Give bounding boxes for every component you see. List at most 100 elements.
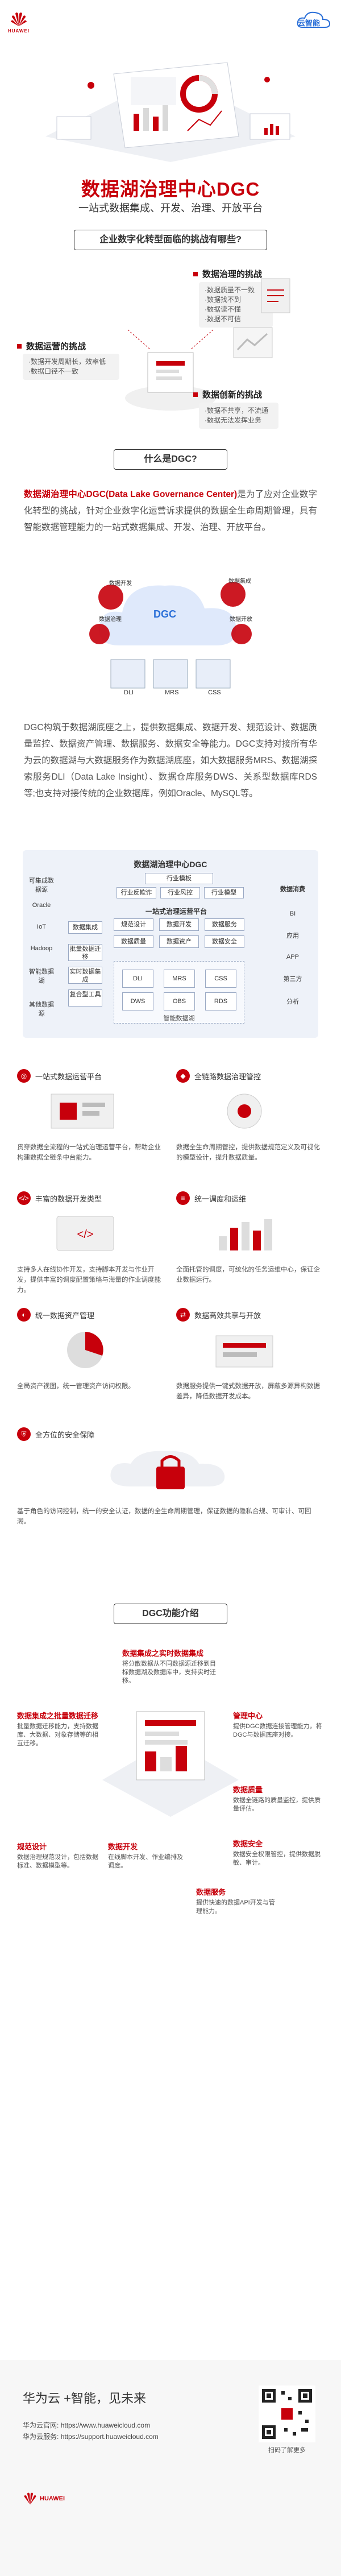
diagram-label-integration: 数据集成 — [228, 578, 251, 585]
innovation-chart-icon — [233, 327, 273, 358]
what-paragraph-rest: 是为了应对企业数字化转型的挑战，针对企业数字化运营诉求提供的数据全生命周期管理，… — [24, 490, 317, 532]
intro-item-title: 管理中心 — [233, 1712, 263, 1720]
what-highlight: 数据湖治理中心DGC(Data Lake Governance Center) — [24, 490, 238, 499]
intro-item-title: 数据服务 — [196, 1888, 226, 1896]
footer-slogan: 华为云 +智能，见未来 — [23, 2391, 146, 2405]
arch-source: Oracle — [32, 902, 51, 909]
footer-website-link[interactable]: https://www.huaweicloud.com — [60, 2421, 151, 2429]
what-question: 什么是DGC? — [144, 454, 197, 464]
schedule-icon: ≡ — [176, 1191, 190, 1205]
arch-storage: DWS — [122, 992, 153, 1010]
operation-list: ·数据开发周期长，效率低 ·数据口径不一致 — [23, 354, 119, 380]
intro-item-text: 数据全链路的质量监控，提供质量评估。 — [233, 1797, 321, 1812]
intro-item-title: 数据安全 — [233, 1840, 263, 1848]
arch-tool: 批量数据迁移 — [68, 944, 102, 961]
footer-huawei-logo-icon — [24, 2492, 36, 2505]
feature-card: ◆全链路数据治理管控 数据全生命周期管控，提供数据规范定义及可视化的模型设计，提… — [176, 1069, 325, 1163]
cloud-label: 云智能 — [298, 19, 321, 27]
feature-card: ⇄数据高效共享与开放 数据服务提供一键式数据开放，屏蔽多源异构数据差异，降低数据… — [176, 1308, 325, 1402]
intro-item: 数据服务 提供快速的数据API开发与管理能力。 — [196, 1888, 276, 1916]
intro-item-text: 提供快速的数据API开发与管理能力。 — [196, 1899, 275, 1915]
arch-storage: CSS — [205, 970, 236, 988]
governance-item: ·数据质量不一致 — [205, 286, 255, 294]
feature-card-wide: ⛨全方位的安全保障 基于角色的访问控制，统一的安全认证，数据的全生命周期管理，保… — [17, 1427, 324, 1527]
governance-item: ·数据读不懂 — [205, 305, 241, 313]
intro-item-title: 数据集成之实时数据集成 — [122, 1649, 204, 1658]
intro-item-text: 数据安全权限管控，提供数据脱敏、审计。 — [233, 1851, 321, 1866]
governance-icon: ◆ — [176, 1069, 190, 1083]
arch-industry-box: 行业反欺诈 — [117, 887, 156, 898]
feature-title: 数据高效共享与开放 — [194, 1311, 261, 1320]
footer-support-label: 华为云服务: — [23, 2433, 59, 2441]
cloud-logo-icon — [297, 11, 331, 28]
intro-item-title: 数据质量 — [233, 1786, 263, 1794]
arch-platform-item: 数据资产 — [159, 935, 199, 948]
challenge-question-box: 企业数字化转型面临的挑战有哪些? — [74, 230, 267, 250]
intro-item: 数据集成之实时数据集成 将分散数据从不同数据源迁移到目标数据湖及数据库中，支持实… — [122, 1649, 219, 1685]
footer-brand: HUAWEI — [40, 2495, 65, 2502]
arch-storage: RDS — [205, 992, 236, 1010]
intro-center-illustration — [102, 1711, 239, 1817]
arch-tool: 数据集成 — [68, 921, 102, 934]
intro-item: 数据安全 数据安全权限管控，提供数据脱敏、审计。 — [233, 1840, 324, 1867]
governance-list: ·数据质量不一致 ·数据找不到 ·数据读不懂 ·数据不可信 — [199, 282, 273, 328]
architecture-title: 数据湖治理中心DGC — [134, 860, 207, 869]
arch-industry-template: 行业模板 — [145, 873, 213, 884]
feature-title: 全方位的安全保障 — [35, 1430, 95, 1439]
governance-title: 数据治理的挑战 — [202, 270, 263, 279]
code-icon: </> — [17, 1191, 31, 1205]
feature-illustration — [67, 1332, 103, 1368]
intro-item-title: 规范设计 — [17, 1842, 47, 1851]
feature-text: 贯穿数据全流程的一站式治理运营平台，帮助企业构建数据全链条中台能力。 — [17, 1144, 161, 1161]
intro-item: 数据质量 数据全链路的质量监控，提供质量评估。 — [233, 1786, 324, 1813]
svg-text:</>: </> — [77, 1228, 94, 1241]
feature-title: 统一数据资产管理 — [35, 1311, 95, 1320]
footer-support-link[interactable]: https://support.huaweicloud.com — [60, 2433, 159, 2441]
innovation-item: ·数据无法发挥业务 — [205, 416, 261, 424]
innovation-list: ·数据不共享，不流通 ·数据无法发挥业务 — [199, 403, 278, 429]
arch-industry-box: 行业模型 — [204, 887, 244, 898]
intro-item: 数据开发 在线脚本开发、作业编排及调度。 — [108, 1842, 188, 1870]
footer-links: 华为云官网: https://www.huaweicloud.com 华为云服务… — [23, 2420, 159, 2442]
feature-card: ◐统一数据资产管理 全局资产视图，统一管理资产访问权限。 — [17, 1308, 166, 1391]
what-question-box: 什么是DGC? — [114, 449, 227, 470]
feature-text: 基于角色的访问控制，统一的安全认证，数据的全生命周期管理，保证数据的隐私合规、可… — [17, 1508, 311, 1525]
governance-item: ·数据不可信 — [205, 315, 241, 323]
feature-illustration — [219, 1219, 272, 1250]
arch-left-sources: 可集成数据源 Oracle IoT Hadoop 智能数据湖 其他数据源 — [27, 876, 56, 1018]
arch-source: 其他数据源 — [29, 1001, 54, 1017]
innovation-item: ·数据不共享，不流通 — [205, 407, 268, 415]
arch-tool: 实时数据集成 — [68, 967, 102, 984]
feature-title: 全链路数据治理管控 — [194, 1072, 261, 1081]
diagram-label-mrs: MRS — [165, 689, 179, 696]
intro-title-box: DGC功能介绍 — [114, 1604, 227, 1624]
feature-text: 支持多人在线协作开发，支持脚本开发与作业开发，提供丰富的调度配置策略与海量的作业… — [17, 1266, 161, 1294]
intro-item-text: 提供DGC数据连接管理能力，将DGC与数据底座对接。 — [233, 1723, 322, 1738]
feature-illustration — [51, 1094, 114, 1129]
share-icon: ⇄ — [176, 1308, 190, 1322]
operation-item: ·数据开发周期长，效率低 — [28, 358, 106, 366]
feature-text: 全局资产视图，统一管理资产访问权限。 — [17, 1383, 135, 1390]
huawei-label: HUAWEI — [8, 28, 30, 34]
challenge-question: 企业数字化转型面临的挑战有哪些? — [99, 235, 242, 245]
arch-source: IoT — [37, 923, 46, 930]
challenge-center-illustration — [125, 329, 216, 411]
intro-item: 规范设计 数据治理规范设计，包括数据标准、数据模型等。 — [17, 1842, 102, 1870]
feature-illustration: </> — [56, 1216, 114, 1251]
intro-item-text: 在线脚本开发、作业编排及调度。 — [108, 1854, 183, 1869]
arch-platform-item: 数据服务 — [205, 918, 244, 931]
feature-card: ◎一站式数据运营平台 贯穿数据全流程的一站式治理运营平台，帮助企业构建数据全链条… — [17, 1069, 166, 1163]
intro-item-title: 数据开发 — [108, 1842, 138, 1851]
feature-title: 丰富的数据开发类型 — [35, 1194, 102, 1203]
diagram-label-dli: DLI — [124, 689, 134, 696]
arch-platform-item: 数据质量 — [114, 935, 153, 948]
operation-bullet-icon — [17, 344, 22, 349]
arch-consumer: 数据消费 — [280, 886, 305, 893]
huawei-logo-icon — [11, 13, 27, 26]
feature-card: ≡统一调度和运维 全面托管的调度，可统化的任务运维中心，保证企业数据运行。 — [176, 1191, 325, 1285]
arch-platform-item: 规范设计 — [114, 918, 153, 931]
arch-consumer: 第三方 — [283, 976, 302, 983]
dgc-cloud-diagram — [89, 582, 252, 689]
arch-storage: OBS — [164, 992, 195, 1010]
hero-illustration — [45, 62, 296, 162]
